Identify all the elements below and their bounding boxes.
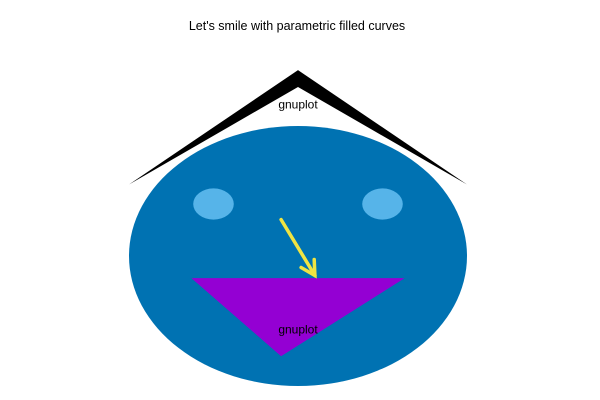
nose-arrow bbox=[279, 217, 317, 279]
nose-arrow-head bbox=[299, 257, 317, 279]
right-eye bbox=[362, 188, 403, 220]
chart-title: Let's smile with parametric filled curve… bbox=[189, 19, 405, 33]
face-ellipse bbox=[129, 126, 467, 386]
mouth-upper-lip bbox=[191, 278, 405, 357]
nose-arrow-shaft bbox=[279, 217, 317, 278]
left-eye bbox=[193, 188, 234, 220]
chart-marks bbox=[129, 70, 467, 386]
mouth-label: gnuplot bbox=[278, 322, 318, 336]
chart-annotations: gnuplot gnuplot bbox=[278, 97, 318, 336]
hat-label: gnuplot bbox=[278, 97, 318, 111]
